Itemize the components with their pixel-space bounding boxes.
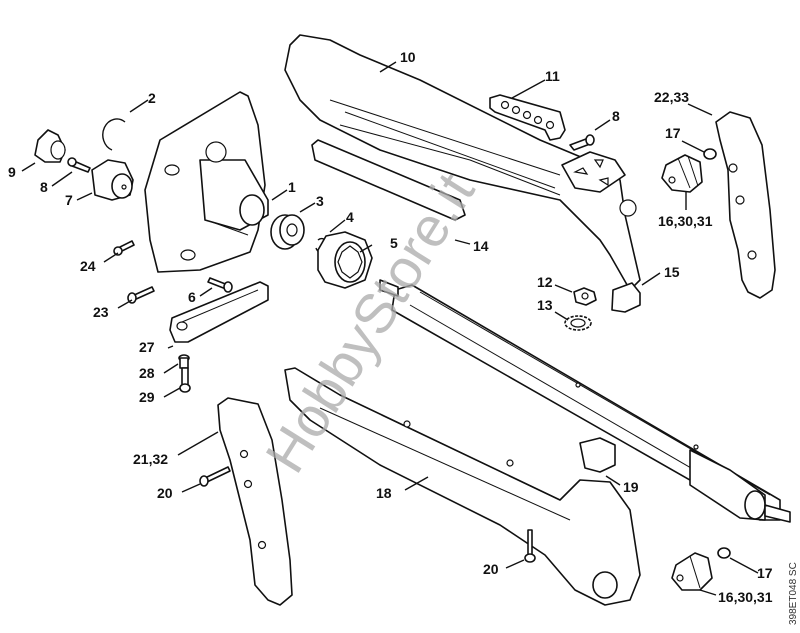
annular-buffer-lower <box>671 552 713 591</box>
ball-bearing <box>270 214 305 250</box>
callout-24: 24 <box>80 258 96 274</box>
callout-27: 27 <box>139 339 155 355</box>
callout-5: 5 <box>390 235 398 251</box>
screw-24 <box>113 240 135 256</box>
splined-coupling <box>317 231 373 289</box>
slide-guide <box>169 281 269 343</box>
callout-20-left: 20 <box>157 485 173 501</box>
callout-23: 23 <box>93 304 109 320</box>
leader-lines <box>21 61 759 596</box>
rubber-buffer <box>91 159 134 201</box>
callout-4: 4 <box>346 209 354 225</box>
bracket-plate <box>489 94 566 141</box>
callout-12: 12 <box>537 274 553 290</box>
callout-8-right: 8 <box>612 108 620 124</box>
screw-29 <box>179 367 191 393</box>
plug-17-upper <box>703 148 717 160</box>
drawing-code: 398ET048 SC <box>788 562 799 625</box>
callout-7: 7 <box>65 192 73 208</box>
side-cover-right <box>715 111 776 299</box>
screw-6 <box>207 277 233 293</box>
side-cover-left <box>217 397 293 606</box>
drive-shaft-tube <box>379 279 791 523</box>
nut <box>573 287 597 306</box>
callout-22-33: 22,33 <box>654 89 690 105</box>
callout-3: 3 <box>316 193 324 209</box>
callout-18: 18 <box>376 485 392 501</box>
callout-17-upper: 17 <box>665 125 681 141</box>
annular-buffer-upper <box>661 154 703 193</box>
screw-20-lower <box>524 529 536 563</box>
callout-13: 13 <box>537 297 553 313</box>
callout-21-32: 21,32 <box>133 451 169 467</box>
callout-10: 10 <box>400 49 416 65</box>
callout-9: 9 <box>8 164 16 180</box>
callout-16-30-31-lower: 16,30,31 <box>718 589 773 605</box>
callout-2: 2 <box>148 90 156 106</box>
grip-piece-15 <box>611 282 641 313</box>
screw-8-right <box>569 134 595 151</box>
callout-29: 29 <box>139 389 155 405</box>
circlip <box>102 118 126 151</box>
lower-handle-shell <box>284 367 641 606</box>
screw-20-left <box>199 466 231 487</box>
upper-handle-shell <box>284 34 641 291</box>
callout-14: 14 <box>473 238 489 254</box>
screw-8-left <box>67 157 91 173</box>
callout-6: 6 <box>188 289 196 305</box>
callout-16-30-31-upper: 16,30,31 <box>658 213 713 229</box>
callout-1: 1 <box>288 179 296 195</box>
callout-11: 11 <box>545 68 560 84</box>
cover-strip <box>311 139 466 221</box>
sleeve <box>34 129 66 163</box>
spacer <box>178 354 190 369</box>
callout-20-lower: 20 <box>483 561 499 577</box>
lock-washer <box>564 315 592 331</box>
callout-28: 28 <box>139 365 155 381</box>
plug-17-lower <box>717 547 731 559</box>
callout-8-left: 8 <box>40 179 48 195</box>
grip-piece-19 <box>579 437 616 473</box>
callout-15: 15 <box>664 264 680 280</box>
handle-housing <box>144 91 269 273</box>
callout-19: 19 <box>623 479 639 495</box>
callout-17-lower: 17 <box>757 565 773 581</box>
